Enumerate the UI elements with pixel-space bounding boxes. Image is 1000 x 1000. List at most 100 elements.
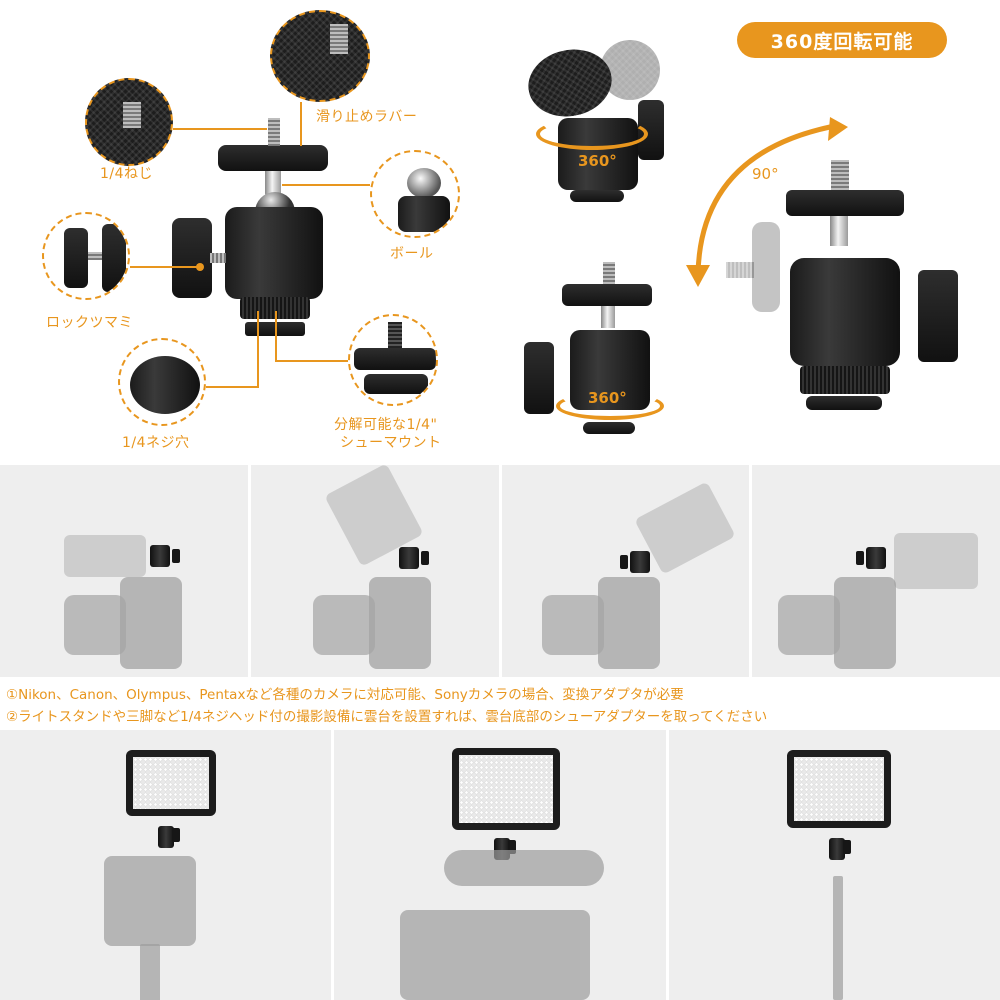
camera-lens bbox=[312, 595, 375, 655]
rubber-callout-circle bbox=[270, 10, 370, 102]
lock-knob-dot bbox=[196, 263, 204, 271]
top-screw bbox=[268, 118, 280, 146]
compatibility-note-1: ①Nikon、Canon、Olympus、Pentaxなど各種のカメラに対応可能… bbox=[6, 687, 684, 703]
usage-gallery-top bbox=[0, 465, 1000, 677]
tilt-label: 90° bbox=[752, 165, 779, 183]
bl-shoe bbox=[583, 422, 635, 434]
thread-leader bbox=[173, 128, 267, 130]
bl-plate bbox=[562, 284, 652, 306]
br-screw bbox=[831, 160, 849, 190]
led-light bbox=[786, 750, 891, 828]
camera-body bbox=[834, 577, 897, 669]
bl-rotate-ring-icon bbox=[556, 392, 664, 420]
shoe-closeup-base bbox=[364, 374, 428, 394]
br-plate bbox=[786, 190, 904, 216]
ball-head-knob bbox=[172, 828, 180, 842]
gallery-photo-2 bbox=[250, 465, 499, 677]
br-stem bbox=[830, 216, 848, 246]
camcorder-handle bbox=[444, 850, 605, 886]
gallery-photo-3 bbox=[501, 465, 750, 677]
thread-hole-leader-h bbox=[206, 386, 258, 388]
ball-head bbox=[158, 826, 174, 848]
shoe-closeup-icon bbox=[354, 348, 436, 370]
rubber-closeup-screw-icon bbox=[330, 24, 348, 54]
lock-knob-closeup-plate bbox=[102, 224, 126, 292]
top-plate bbox=[218, 145, 328, 171]
rotation-badge: 360度回転可能 bbox=[737, 22, 947, 58]
bottom-rotation-label: 360° bbox=[588, 389, 627, 407]
ball-head bbox=[629, 551, 650, 573]
shoe-leader-v bbox=[275, 311, 277, 361]
top-rotation-label: 360° bbox=[578, 152, 617, 170]
br-base-ring bbox=[800, 366, 890, 394]
thread-closeup-icon bbox=[123, 102, 141, 128]
side-knob bbox=[172, 218, 212, 298]
br-knob bbox=[918, 270, 958, 362]
camera-body bbox=[120, 577, 182, 669]
thread-hole-callout-circle bbox=[118, 338, 206, 426]
ball-head-knob bbox=[508, 840, 517, 854]
led-light bbox=[452, 748, 561, 830]
ball-head-knob bbox=[842, 840, 851, 854]
light-panel bbox=[64, 535, 146, 577]
ball-head bbox=[866, 547, 887, 569]
shoe-label-line2: シューマウント bbox=[340, 435, 442, 451]
lock-knob-closeup-screw bbox=[88, 252, 102, 260]
led-light bbox=[126, 750, 216, 816]
ball-head bbox=[150, 545, 170, 567]
shoe-closeup-screw bbox=[388, 322, 402, 348]
bl-screw bbox=[603, 262, 615, 284]
gallery-photo-lightstand bbox=[668, 730, 1000, 1000]
shoe-callout-circle bbox=[348, 314, 438, 406]
ball-closeup-body bbox=[398, 196, 450, 232]
rotate-ring-icon bbox=[536, 118, 648, 150]
side-screw bbox=[210, 253, 226, 263]
ball-closeup-icon bbox=[407, 168, 441, 198]
tilted-shoe bbox=[570, 190, 624, 202]
lock-knob-leader bbox=[130, 266, 200, 268]
lock-knob-closeup-icon bbox=[64, 228, 88, 288]
thread-label: 1/4ねじ bbox=[100, 166, 154, 182]
bl-stem bbox=[601, 306, 615, 328]
ball-head-knob bbox=[420, 551, 429, 565]
shoe-leader-h bbox=[275, 360, 348, 362]
ball-head-knob bbox=[172, 549, 180, 563]
head-body bbox=[225, 207, 323, 299]
rubber-label: 滑り止めラバー bbox=[316, 109, 418, 125]
shoe-label-line1: 分解可能な1/4" bbox=[334, 417, 438, 433]
gallery-photo-1 bbox=[0, 465, 248, 677]
br-body bbox=[790, 258, 900, 366]
ball-head-knob bbox=[856, 551, 865, 565]
camera-body bbox=[368, 577, 431, 669]
camera-lens bbox=[778, 595, 841, 655]
ball-head-knob bbox=[619, 555, 628, 569]
light-stand-pole bbox=[832, 876, 843, 1000]
camera-lens bbox=[541, 595, 604, 655]
thread-hole-label: 1/4ネジ穴 bbox=[122, 435, 190, 451]
gallery-photo-4 bbox=[752, 465, 1000, 677]
usage-gallery-bottom bbox=[0, 730, 1000, 1000]
ball-leader bbox=[282, 184, 370, 186]
camcorder-body bbox=[400, 910, 591, 1000]
thread-callout-circle bbox=[85, 78, 173, 166]
compatibility-note-2: ②ライトスタンドや三脚など1/4ネジヘッド付の撮影設備に雲台を設置すれば、雲台底… bbox=[6, 709, 768, 725]
ball-label: ボール bbox=[390, 246, 434, 262]
bl-knob bbox=[524, 342, 554, 414]
ghost-side-plate bbox=[752, 222, 780, 312]
ball-head bbox=[398, 547, 419, 569]
ball-callout-circle bbox=[370, 150, 460, 238]
camera-body bbox=[597, 577, 660, 669]
gallery-photo-tripod bbox=[0, 730, 332, 1000]
ghost-side-screw bbox=[726, 262, 754, 278]
tilt-arc-arrow-icon bbox=[686, 117, 848, 287]
lock-knob-label: ロックツマミ bbox=[46, 315, 133, 331]
thread-hole-leader-v bbox=[257, 311, 259, 388]
camera-lens bbox=[64, 595, 126, 655]
thread-hole-closeup-icon bbox=[130, 356, 200, 414]
ball-head bbox=[828, 838, 845, 860]
camera-body bbox=[104, 856, 196, 946]
rubber-leader bbox=[300, 102, 302, 146]
br-shoe bbox=[806, 396, 882, 410]
lock-knob-callout-circle bbox=[42, 212, 130, 300]
tripod-leg bbox=[140, 944, 160, 1000]
